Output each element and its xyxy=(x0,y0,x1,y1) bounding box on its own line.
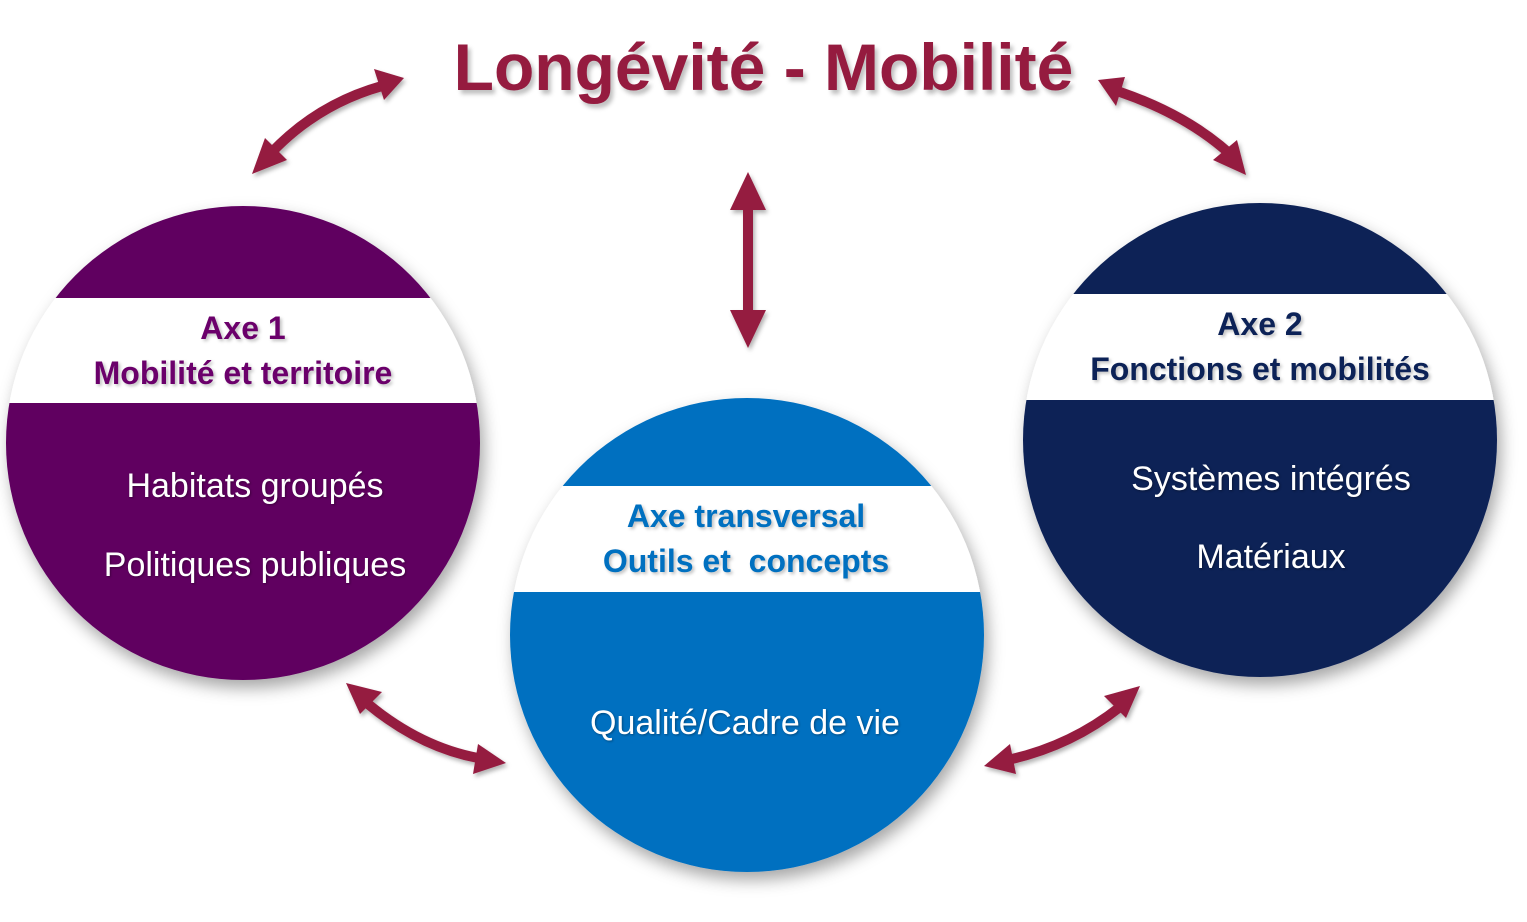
axe1-title: Mobilité et territoire xyxy=(93,355,393,391)
axe2-title: Fonctions et mobilités xyxy=(1090,351,1430,387)
axe2-circle xyxy=(1023,203,1497,677)
arrow-title-axe1 xyxy=(252,69,404,174)
diagram-title: Longévité - Mobilité xyxy=(453,30,1074,104)
arrow-transversal-axe2 xyxy=(984,686,1140,774)
axe2-number: Axe 2 xyxy=(1217,306,1303,342)
axe2-item: Systèmes intégrés xyxy=(1131,460,1411,498)
arrow-title-transversal xyxy=(730,172,766,348)
transversal-circle xyxy=(510,398,984,872)
axe1-number: Axe 1 xyxy=(200,310,286,346)
axe1-heading: Axe 1 Mobilité et territoire xyxy=(13,306,473,396)
transversal-title: Outils et concepts xyxy=(602,543,890,579)
axe1-circle xyxy=(6,206,480,680)
axe1-item: Habitats groupés xyxy=(126,467,384,505)
axe2-heading: Axe 2 Fonctions et mobilités xyxy=(1030,302,1490,392)
transversal-item: Qualité/Cadre de vie xyxy=(590,704,900,742)
axe1-item: Politiques publiques xyxy=(103,546,407,584)
axe2-item: Matériaux xyxy=(1196,538,1346,576)
transversal-number: Axe transversal xyxy=(626,498,866,534)
arrow-title-axe2 xyxy=(1098,77,1246,175)
arrow-axe1-transversal xyxy=(346,683,506,774)
transversal-heading: Axe transversal Outils et concepts xyxy=(516,494,976,584)
